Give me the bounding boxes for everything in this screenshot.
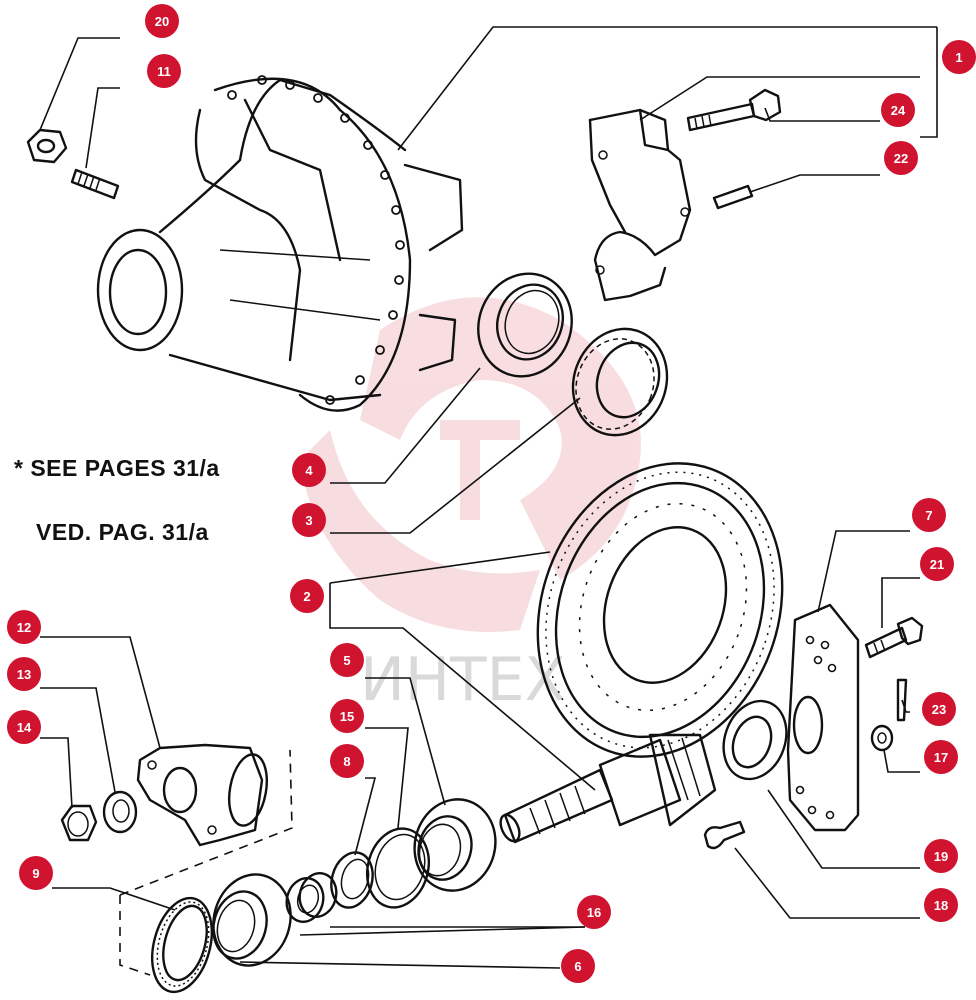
- plate-part-7: [786, 603, 860, 832]
- svg-text:23: 23: [932, 702, 946, 717]
- svg-text:11: 11: [157, 64, 171, 79]
- svg-text:12: 12: [17, 620, 31, 635]
- callout-20: 20: [145, 4, 179, 38]
- callout-13: 13: [7, 657, 41, 691]
- screw-part-18: [703, 820, 746, 850]
- callout-5: 5: [330, 643, 364, 677]
- watermark-text: ИНТЕХ: [360, 645, 566, 715]
- flange-part-12: [136, 743, 268, 847]
- callout-11: 11: [147, 54, 181, 88]
- callout-18: 18: [924, 888, 958, 922]
- callout-8: 8: [330, 744, 364, 778]
- bolt-part-24: [686, 88, 782, 132]
- svg-text:9: 9: [32, 866, 39, 881]
- pinion-shaft: [499, 733, 717, 844]
- callout-24: 24: [881, 93, 915, 127]
- svg-text:7: 7: [925, 508, 932, 523]
- pin-part-22: [712, 184, 754, 210]
- pin-part-23: [896, 678, 908, 722]
- callout-2: 2: [290, 579, 324, 613]
- callout-3: 3: [292, 503, 326, 537]
- callout-21: 21: [920, 547, 954, 581]
- callout-6: 6: [561, 949, 595, 983]
- bearing-part-3: [571, 327, 669, 437]
- note-see-pages: * SEE PAGES 31/a: [14, 455, 220, 481]
- washer-part-13: [102, 790, 138, 834]
- svg-text:4: 4: [305, 463, 313, 478]
- watermark-logo: [300, 297, 641, 632]
- washer-part-17: [870, 724, 894, 752]
- callout-7: 7: [912, 498, 946, 532]
- callout-12: 12: [7, 610, 41, 644]
- seal-part-9: [151, 896, 213, 994]
- assembly-dashed-line: [119, 749, 293, 976]
- svg-text:3: 3: [305, 513, 312, 528]
- svg-text:13: 13: [17, 667, 31, 682]
- callout-22: 22: [884, 141, 918, 175]
- svg-text:5: 5: [343, 653, 350, 668]
- seal-part-19: [722, 699, 788, 781]
- callout-15: 15: [330, 699, 364, 733]
- ring-gear-part-2: [536, 462, 784, 758]
- callout-1: 1: [942, 40, 976, 74]
- svg-text:24: 24: [891, 103, 906, 118]
- callout-16: 16: [577, 895, 611, 929]
- stud-part-11: [70, 168, 120, 200]
- svg-text:6: 6: [574, 959, 581, 974]
- svg-text:17: 17: [934, 750, 948, 765]
- leader-lines: [39, 26, 938, 969]
- bolt-part-21: [864, 616, 924, 659]
- svg-text:20: 20: [155, 14, 169, 29]
- svg-text:1: 1: [955, 50, 962, 65]
- note-ved-pag: VED. PAG. 31/a: [36, 519, 209, 545]
- callout-23: 23: [922, 692, 956, 726]
- bearing-cap-part-1: [588, 108, 692, 302]
- nut-part-20: [26, 128, 68, 164]
- spacer-part-8: [330, 851, 374, 909]
- svg-text:8: 8: [343, 754, 350, 769]
- callout-14: 14: [7, 710, 41, 744]
- callout-17: 17: [924, 740, 958, 774]
- callout-19: 19: [924, 839, 958, 873]
- rings-part-16: [285, 872, 338, 923]
- svg-text:19: 19: [934, 849, 948, 864]
- svg-text:16: 16: [587, 905, 601, 920]
- svg-text:21: 21: [930, 557, 944, 572]
- bearing-part-6: [212, 873, 292, 967]
- differential-housing: [96, 75, 464, 412]
- seal-part-4: [477, 272, 573, 378]
- callout-9: 9: [19, 856, 53, 890]
- svg-text:2: 2: [303, 589, 310, 604]
- svg-text:22: 22: [894, 151, 908, 166]
- svg-text:14: 14: [17, 720, 32, 735]
- svg-text:15: 15: [340, 709, 354, 724]
- svg-text:18: 18: [934, 898, 948, 913]
- callout-4: 4: [292, 453, 326, 487]
- nut-part-14: [60, 804, 98, 842]
